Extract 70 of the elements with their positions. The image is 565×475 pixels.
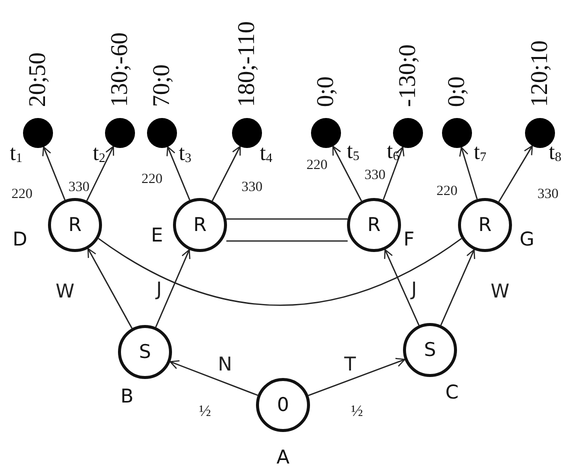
node-letter: A: [276, 448, 290, 468]
arrow: [87, 248, 133, 329]
terminal-label: t$_{2}$: [92, 142, 106, 164]
terminal-label: t$_{8}$: [548, 141, 562, 163]
terminal-node-dot: [232, 118, 262, 148]
terminal-node-dot: [311, 118, 341, 148]
edge-label: 220: [12, 188, 32, 202]
arrow: [86, 146, 114, 202]
arrow: [459, 146, 478, 200]
edge-label: 330: [364, 169, 386, 183]
decision-node-circle: R: [173, 198, 227, 252]
arrow: [382, 146, 404, 200]
probability-label: ½: [351, 404, 363, 420]
payoff-label: 130;-60: [108, 32, 132, 107]
node-letter: F: [404, 230, 414, 250]
edge-label: 220: [306, 159, 328, 173]
node-letter: E: [151, 226, 163, 246]
terminal-node-dot: [525, 118, 555, 148]
arrow: [332, 146, 362, 202]
edge-label: J: [156, 280, 162, 300]
terminal-node-dot: [442, 118, 472, 148]
information-set-line: [226, 218, 348, 242]
arrow: [155, 249, 190, 328]
payoff-label: 180;-110: [235, 21, 259, 107]
arrow: [384, 249, 420, 326]
payoff-label: 20;50: [26, 52, 50, 107]
terminal-label: t$_{1}$: [10, 142, 22, 164]
arrow: [308, 358, 406, 396]
arrow: [498, 145, 533, 202]
information-set-line: [98, 238, 462, 306]
edge-label: J: [411, 280, 417, 300]
edge-label: W: [56, 282, 74, 302]
node-letter: D: [12, 230, 28, 250]
node-letter: B: [120, 388, 134, 406]
decision-node-circle: S: [403, 323, 457, 377]
payoff-label: 70;0: [150, 64, 174, 107]
terminal-label: t$_{4}$: [260, 142, 272, 164]
arrow: [212, 146, 241, 202]
terminal-label: t$_{7}$: [474, 141, 486, 163]
payoff-label: 0;0: [445, 76, 469, 107]
edge-label: N: [218, 356, 232, 374]
edge-label: 330: [242, 181, 262, 195]
terminal-node-dot: [23, 118, 53, 148]
decision-node-circle: R: [458, 198, 512, 252]
edge-label: W: [490, 282, 510, 302]
terminal-node-dot: [105, 118, 135, 148]
terminal-label: t$_{3}$: [178, 142, 192, 164]
edge-label: T: [344, 356, 356, 374]
arrow: [166, 146, 190, 200]
arrow: [170, 360, 258, 396]
terminal-node-dot: [393, 118, 423, 148]
decision-node-circle: S: [118, 325, 172, 379]
node-letter: C: [445, 384, 459, 402]
decision-node-circle: R: [48, 198, 102, 252]
decision-node-circle: R: [347, 198, 401, 252]
terminal-label: t$_{6}$: [386, 140, 400, 162]
decision-node-circle: 0: [256, 378, 310, 432]
terminal-label: t$_{5}$: [346, 140, 360, 162]
edge-label: 330: [538, 188, 558, 202]
node-letter: G: [520, 230, 534, 250]
terminal-node-dot: [147, 118, 177, 148]
edge-label: 220: [142, 173, 162, 187]
edge-label: 220: [436, 185, 458, 199]
arrow: [440, 249, 476, 326]
payoff-label: 0;0: [314, 76, 338, 107]
edge-label: 330: [68, 181, 90, 195]
payoff-label: -130;0: [396, 44, 420, 107]
probability-label: ½: [199, 404, 211, 420]
payoff-label: 120;10: [528, 40, 552, 107]
arrow: [42, 146, 66, 200]
